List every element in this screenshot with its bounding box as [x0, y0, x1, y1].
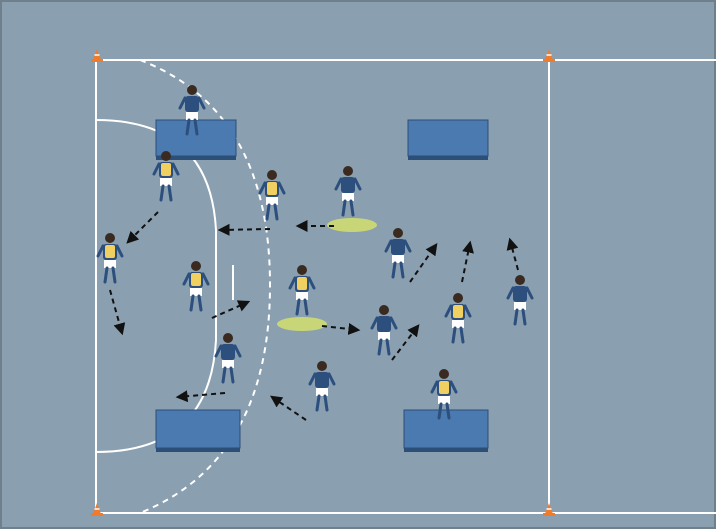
mat-icon [404, 410, 488, 452]
highlight-zone [327, 218, 377, 232]
mat-icon [156, 410, 240, 452]
mat-icon [408, 120, 488, 160]
highlight-zone [277, 317, 327, 331]
